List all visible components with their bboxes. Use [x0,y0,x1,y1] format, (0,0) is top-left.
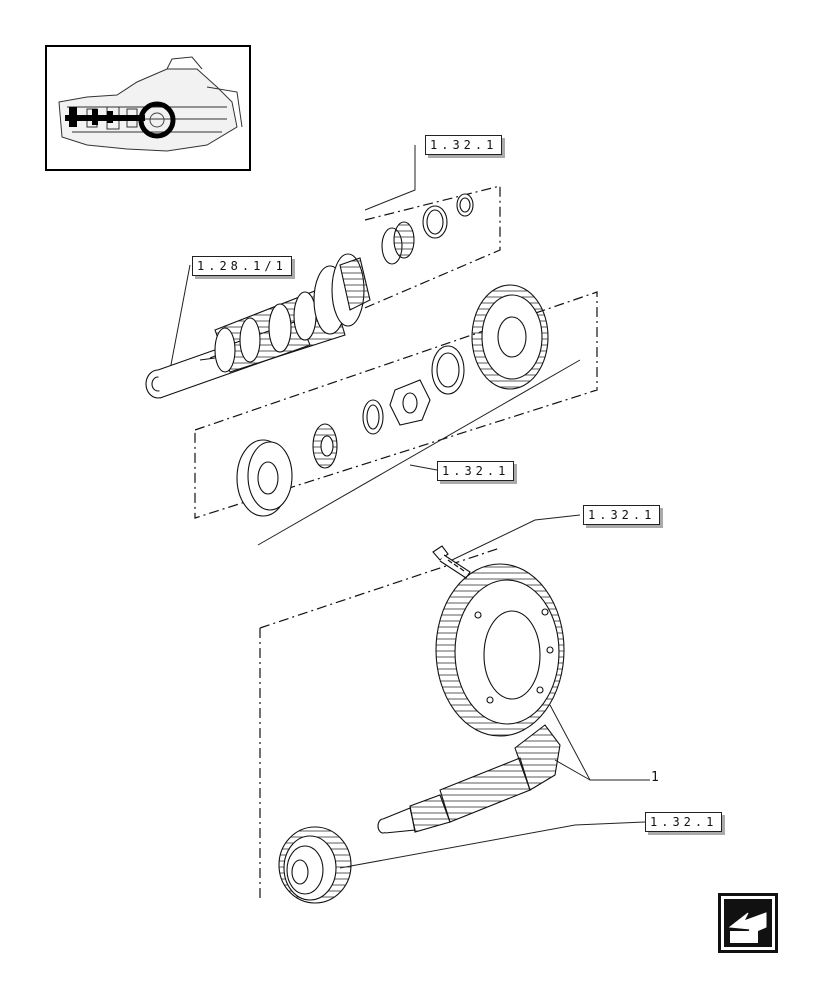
navigate-back-arrow-icon[interactable] [718,893,778,953]
crown-wheel-bolt [432,545,471,579]
reference-box-shaft[interactable]: 1.28.1/1 [192,256,292,276]
group-frame-middle [194,291,598,519]
item-number-label: 1 [651,770,659,785]
upper-small-parts [381,193,474,265]
reference-box-bottom[interactable]: 1.32.1 [645,812,723,832]
reference-box-top[interactable]: 1.32.1 [425,135,503,155]
middle-group-parts [236,284,549,517]
pinion-bearing [278,826,352,904]
group-frame-lower [259,547,501,900]
input-shaft [145,253,371,399]
transmission-overview-icon [45,45,251,171]
group-frame-upper [359,185,501,311]
pinion-shaft [377,724,561,834]
reference-box-middle[interactable]: 1.32.1 [437,461,515,481]
reference-box-bolt[interactable]: 1.32.1 [583,505,661,525]
crown-wheel [435,563,565,737]
